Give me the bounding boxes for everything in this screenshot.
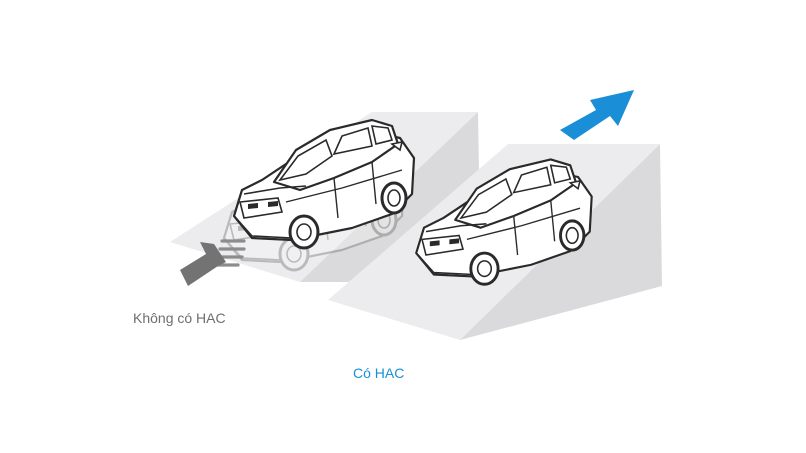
up-arrow-icon <box>560 90 634 140</box>
caption-without-hac: Không có HAC <box>133 310 226 326</box>
rolling-back-arrow <box>180 239 246 286</box>
caption-with-hac: Có HAC <box>353 365 405 381</box>
down-arrow-icon <box>180 242 226 286</box>
